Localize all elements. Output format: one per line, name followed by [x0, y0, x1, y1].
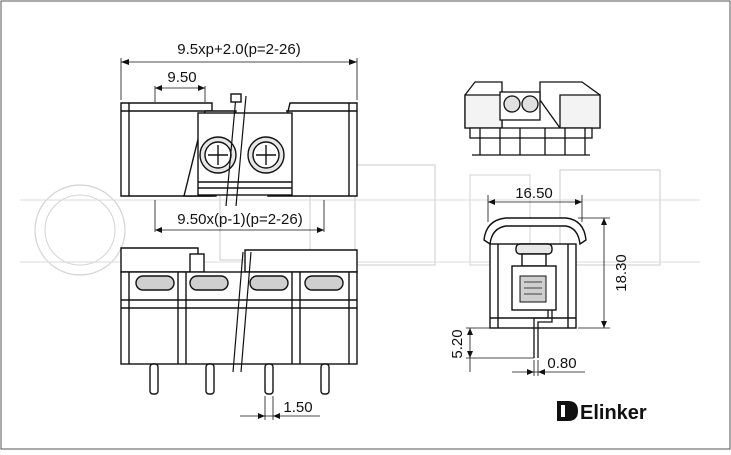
brand-logo: Elinker — [557, 401, 647, 424]
isometric-view — [464, 81, 601, 156]
front-view — [120, 247, 358, 420]
side-width-label: 16.50 — [515, 185, 553, 202]
side-height-label: 18.30 — [613, 254, 630, 292]
pitch-label: 9.50 — [167, 69, 196, 86]
brand-logo-icon — [557, 401, 578, 421]
pitch-span-label: 9.50x(p-1)(p=2-26) — [177, 211, 302, 228]
side-view — [466, 195, 610, 376]
brand-name: Elinker — [580, 402, 647, 424]
top-view — [120, 58, 358, 233]
pin-width-label: 0.80 — [547, 355, 576, 372]
pin-length-label: 5.20 — [449, 329, 466, 358]
overall-width-label: 9.5xp+2.0(p=2-26) — [177, 41, 300, 58]
pin-spacing-label: 1.50 — [283, 399, 312, 416]
